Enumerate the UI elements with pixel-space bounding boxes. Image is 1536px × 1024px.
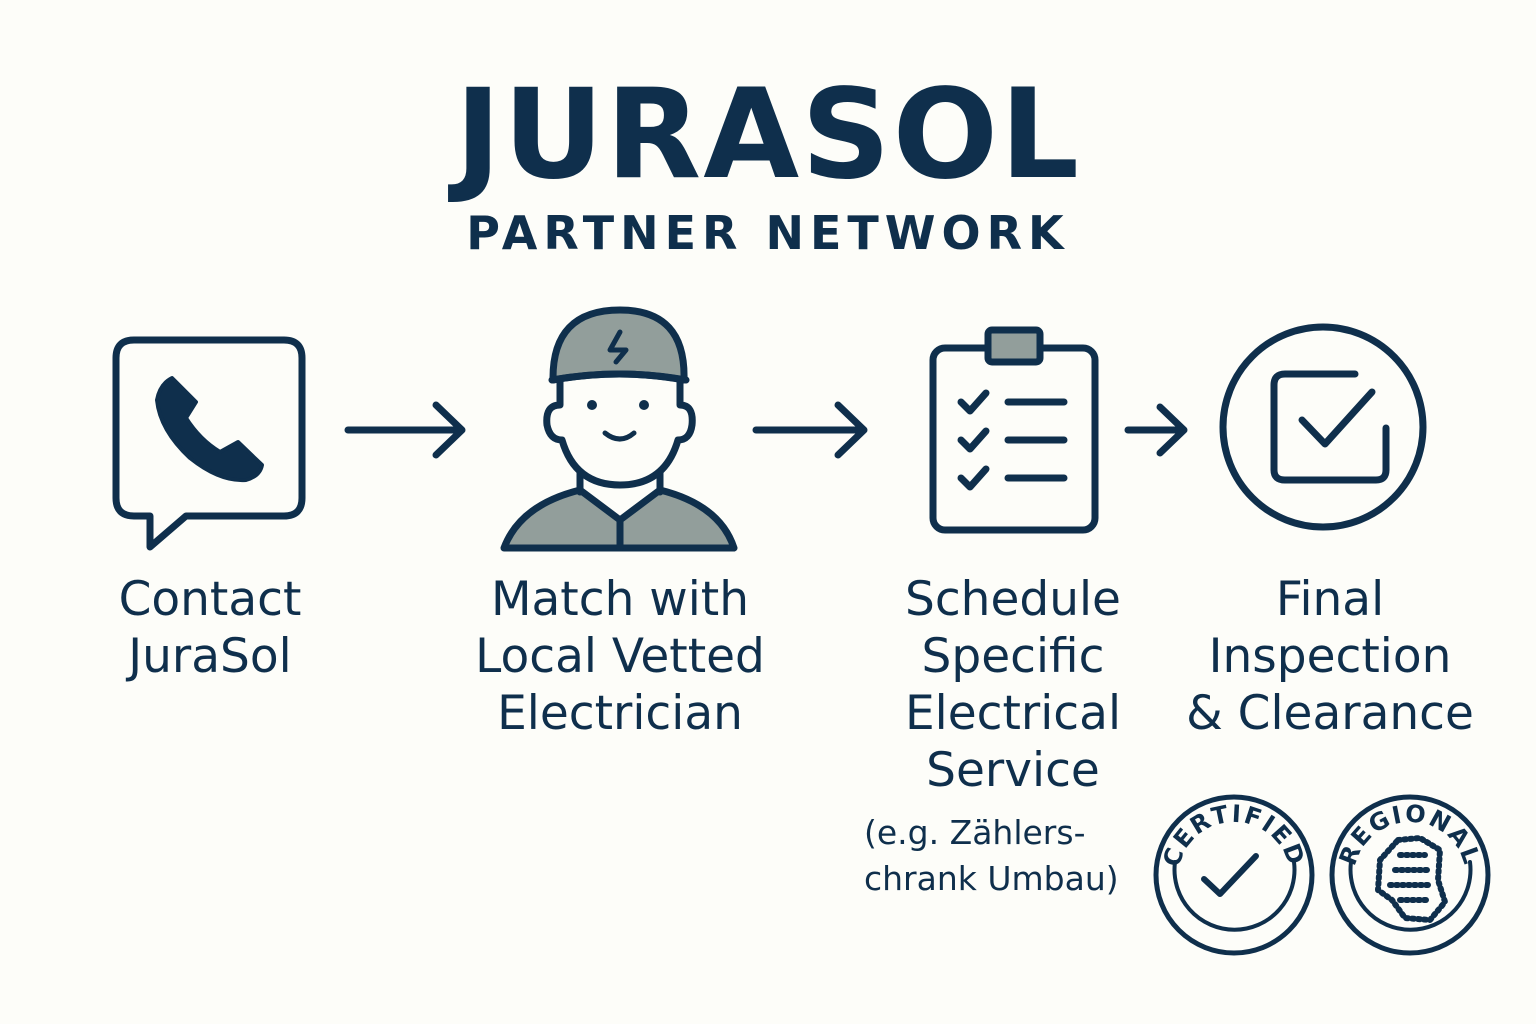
regional-badge-icon: REGIONAL (1329, 794, 1491, 956)
arrow-icon (344, 401, 466, 459)
label-line: Electrical (904, 686, 1122, 741)
phone-chat-icon (112, 336, 306, 551)
label-line: Match with (490, 572, 750, 627)
step-label-final: Final Inspection & Clearance (1120, 571, 1536, 742)
label-line: JuraSol (128, 629, 292, 684)
page-title: JURASOL (454, 63, 1081, 207)
label-line: Schedule (905, 572, 1121, 627)
page-subtitle: PARTNER NETWORK (466, 206, 1070, 260)
step-label-contact: Contact JuraSol (0, 571, 420, 685)
label-line: Specific (921, 629, 1105, 684)
badge-text-regional: REGIONAL (1334, 799, 1485, 869)
label-line: Service (926, 743, 1100, 798)
clipboard-checklist-icon (929, 326, 1099, 534)
label-line: Local Vetted (475, 629, 765, 684)
certified-badge-icon: CERTIFIED (1153, 794, 1315, 956)
note-line: chrank Umbau) (864, 859, 1119, 898)
step-label-match: Match with Local Vetted Electrician (410, 571, 830, 742)
schedule-note: (e.g. Zählers- chrank Umbau) (864, 810, 1119, 902)
step-label-schedule: Schedule Specific Electrical Service (803, 571, 1223, 799)
arrow-icon (1124, 403, 1188, 457)
label-line: Contact (118, 572, 302, 627)
checkbox-circle-icon (1219, 323, 1427, 531)
arrow-icon (752, 401, 868, 459)
badge-text-certified: CERTIFIED (1157, 800, 1308, 870)
note-line: (e.g. Zählers- (864, 813, 1086, 852)
label-line: Final (1275, 572, 1385, 627)
label-line: Inspection (1208, 629, 1452, 684)
electrician-icon (500, 306, 738, 552)
svg-text:REGIONAL: REGIONAL (1334, 799, 1487, 869)
label-line: Electrician (497, 686, 743, 741)
svg-text:CERTIFIED: CERTIFIED (1157, 800, 1310, 870)
label-line: & Clearance (1186, 686, 1474, 741)
